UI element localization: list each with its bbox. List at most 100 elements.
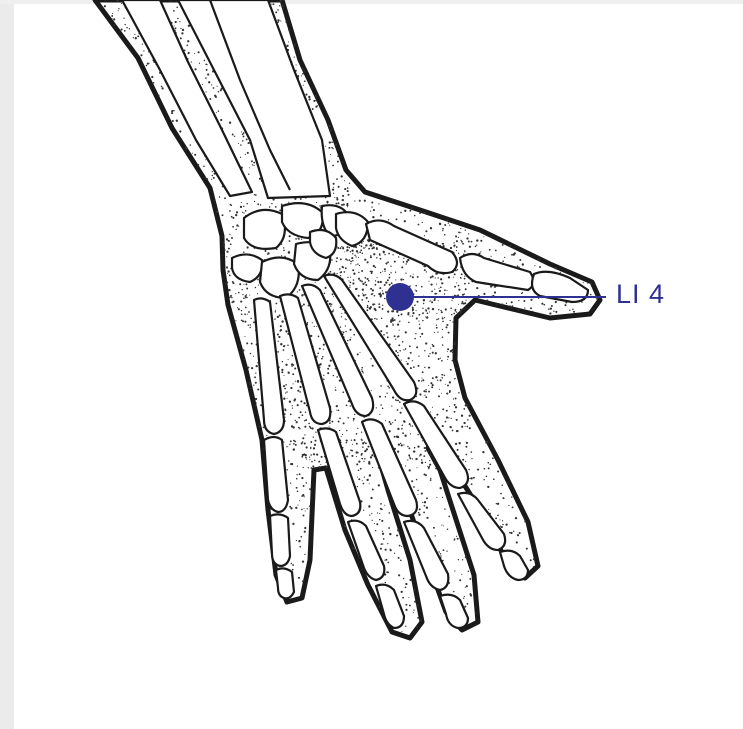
stipple-dot [440,358,441,359]
stipple-dot [164,160,165,161]
stipple-dot [100,189,101,190]
stipple-dot [197,212,199,214]
stipple-dot [178,157,179,158]
stipple-dot [396,218,398,220]
stipple-dot [515,466,517,468]
stipple-dot [331,97,333,99]
stipple-dot [500,493,502,495]
stipple-dot [174,26,175,27]
stipple-dot [203,233,204,234]
stipple-dot [368,461,370,463]
stipple-dot [318,618,320,620]
stipple-dot [199,63,200,64]
stipple-dot [362,293,363,294]
stipple-dot [341,61,343,63]
stipple-dot [331,2,333,4]
stipple-dot [309,54,310,55]
stipple-dot [304,496,305,497]
stipple-dot [236,436,237,437]
stipple-dot [242,294,243,295]
stipple-dot [446,219,448,221]
stipple-dot [187,40,189,42]
stipple-dot [350,263,351,264]
stipple-dot [254,376,256,378]
stipple-dot [533,558,535,560]
stipple-dot [316,6,318,8]
stipple-dot [401,266,403,268]
stipple-dot [214,236,216,238]
stipple-dot [519,259,521,261]
stipple-dot [340,258,342,260]
stipple-dot [384,271,385,272]
stipple-dot [592,276,593,277]
stipple-dot [281,371,283,373]
stipple-dot [92,73,94,75]
stipple-dot [394,319,395,320]
stipple-dot [231,452,232,453]
stipple-dot [350,282,352,284]
stipple-dot [292,408,293,409]
stipple-dot [337,48,339,50]
stipple-dot [313,553,315,555]
stipple-dot [394,335,396,337]
stipple-dot [345,267,347,269]
stipple-dot [517,220,518,221]
stipple-dot [373,209,375,211]
stipple-dot [201,238,202,239]
stipple-dot [573,311,575,313]
stipple-dot [405,331,407,333]
stipple-dot [518,300,519,301]
stipple-dot [403,258,404,259]
stipple-dot [502,260,504,262]
stipple-dot [231,464,232,465]
stipple-dot [96,74,98,76]
stipple-dot [299,546,301,548]
stipple-dot [304,508,305,509]
stipple-dot [400,278,402,280]
stipple-dot [409,456,410,457]
stipple-dot [310,427,312,429]
stipple-dot [232,395,234,397]
stipple-dot [458,289,460,291]
stipple-dot [162,201,163,202]
stipple-dot [328,18,329,19]
stipple-dot [303,85,304,86]
stipple-dot [445,203,446,204]
stipple-dot [160,234,162,236]
stipple-dot [269,206,271,208]
stipple-dot [315,632,317,634]
stipple-dot [370,288,372,290]
stipple-dot [305,554,306,555]
stipple-dot [143,140,145,142]
stipple-dot [363,294,365,296]
stipple-dot [319,39,321,41]
stipple-dot [381,635,383,637]
stipple-dot [289,444,290,445]
stipple-dot [334,37,335,38]
stipple-dot [335,389,337,391]
stipple-dot [471,483,473,485]
stipple-dot [372,289,374,291]
stipple-dot [446,410,448,412]
stipple-dot [138,231,139,232]
stipple-dot [299,391,301,393]
stipple-dot [438,300,439,301]
stipple-dot [388,512,390,514]
stipple-dot [520,460,521,461]
stipple-dot [146,65,148,67]
stipple-dot [222,304,224,306]
stipple-dot [360,249,362,251]
stipple-dot [248,311,250,313]
stipple-dot [187,215,189,217]
stipple-dot [435,468,437,470]
stipple-dot [309,505,311,507]
stipple-dot [100,109,101,110]
stipple-dot [397,428,399,430]
stipple-dot [465,230,466,231]
stipple-dot [517,237,519,239]
stipple-dot [284,388,286,390]
stipple-dot [251,452,253,454]
stipple-dot [241,131,242,132]
stipple-dot [345,541,347,543]
stipple-dot [265,560,266,561]
